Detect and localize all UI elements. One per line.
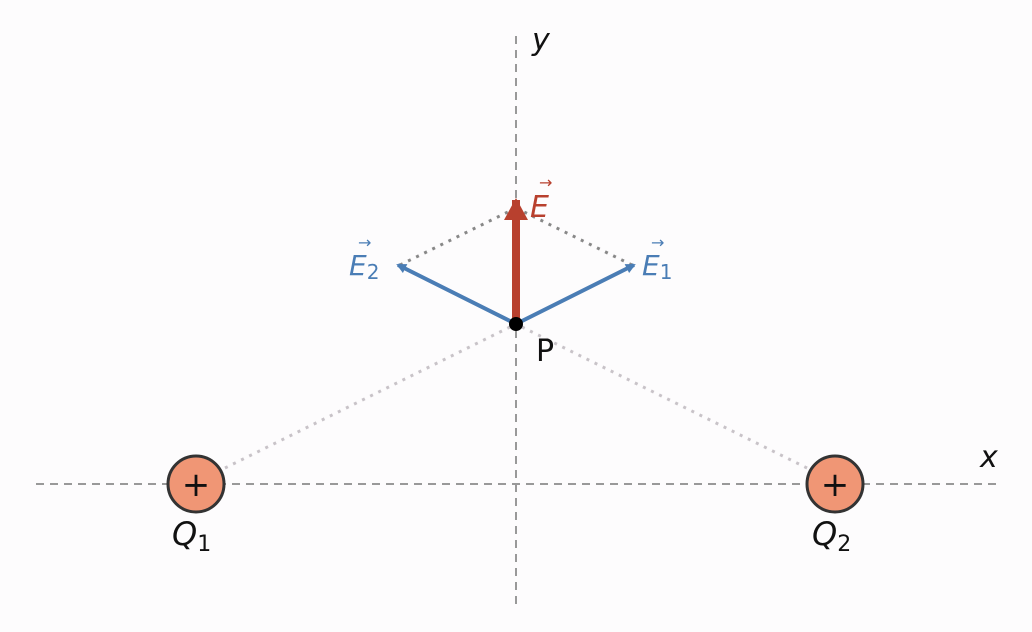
label-e1: → E1: [642, 233, 672, 284]
label-e-arrow: →: [539, 173, 552, 192]
label-e-text: E: [530, 190, 549, 225]
label-e2-text: E2: [349, 249, 379, 284]
label-e2-arrow: →: [358, 233, 371, 252]
label-e-resultant: → E: [530, 173, 552, 225]
charge-q2-label: Q2: [812, 515, 851, 557]
charge-q1-label: Q1: [172, 515, 211, 557]
point-p: [509, 317, 523, 331]
parallelogram-line-right: [515, 206, 633, 267]
vector-e2: [396, 263, 517, 326]
label-e1-text: E1: [642, 249, 672, 284]
charge2-to-p-line: [519, 324, 808, 470]
label-e1-arrow: →: [651, 233, 664, 252]
charge1-to-p-line: [224, 324, 513, 470]
vector-e1: [515, 263, 636, 326]
label-e2: → E2: [349, 233, 379, 284]
charge-q2-sign: +: [821, 465, 850, 505]
parallelogram-line-left: [399, 206, 517, 267]
charge-q1: +: [166, 454, 226, 514]
charge-q2-circle: [805, 454, 865, 514]
charge-q1-sign: +: [182, 465, 211, 505]
x-axis-label: x: [979, 440, 998, 475]
charge-q1-circle: [166, 454, 226, 514]
y-axis-label: y: [531, 23, 551, 58]
point-p-label: P: [536, 334, 554, 369]
charge-q2: +: [805, 454, 865, 514]
